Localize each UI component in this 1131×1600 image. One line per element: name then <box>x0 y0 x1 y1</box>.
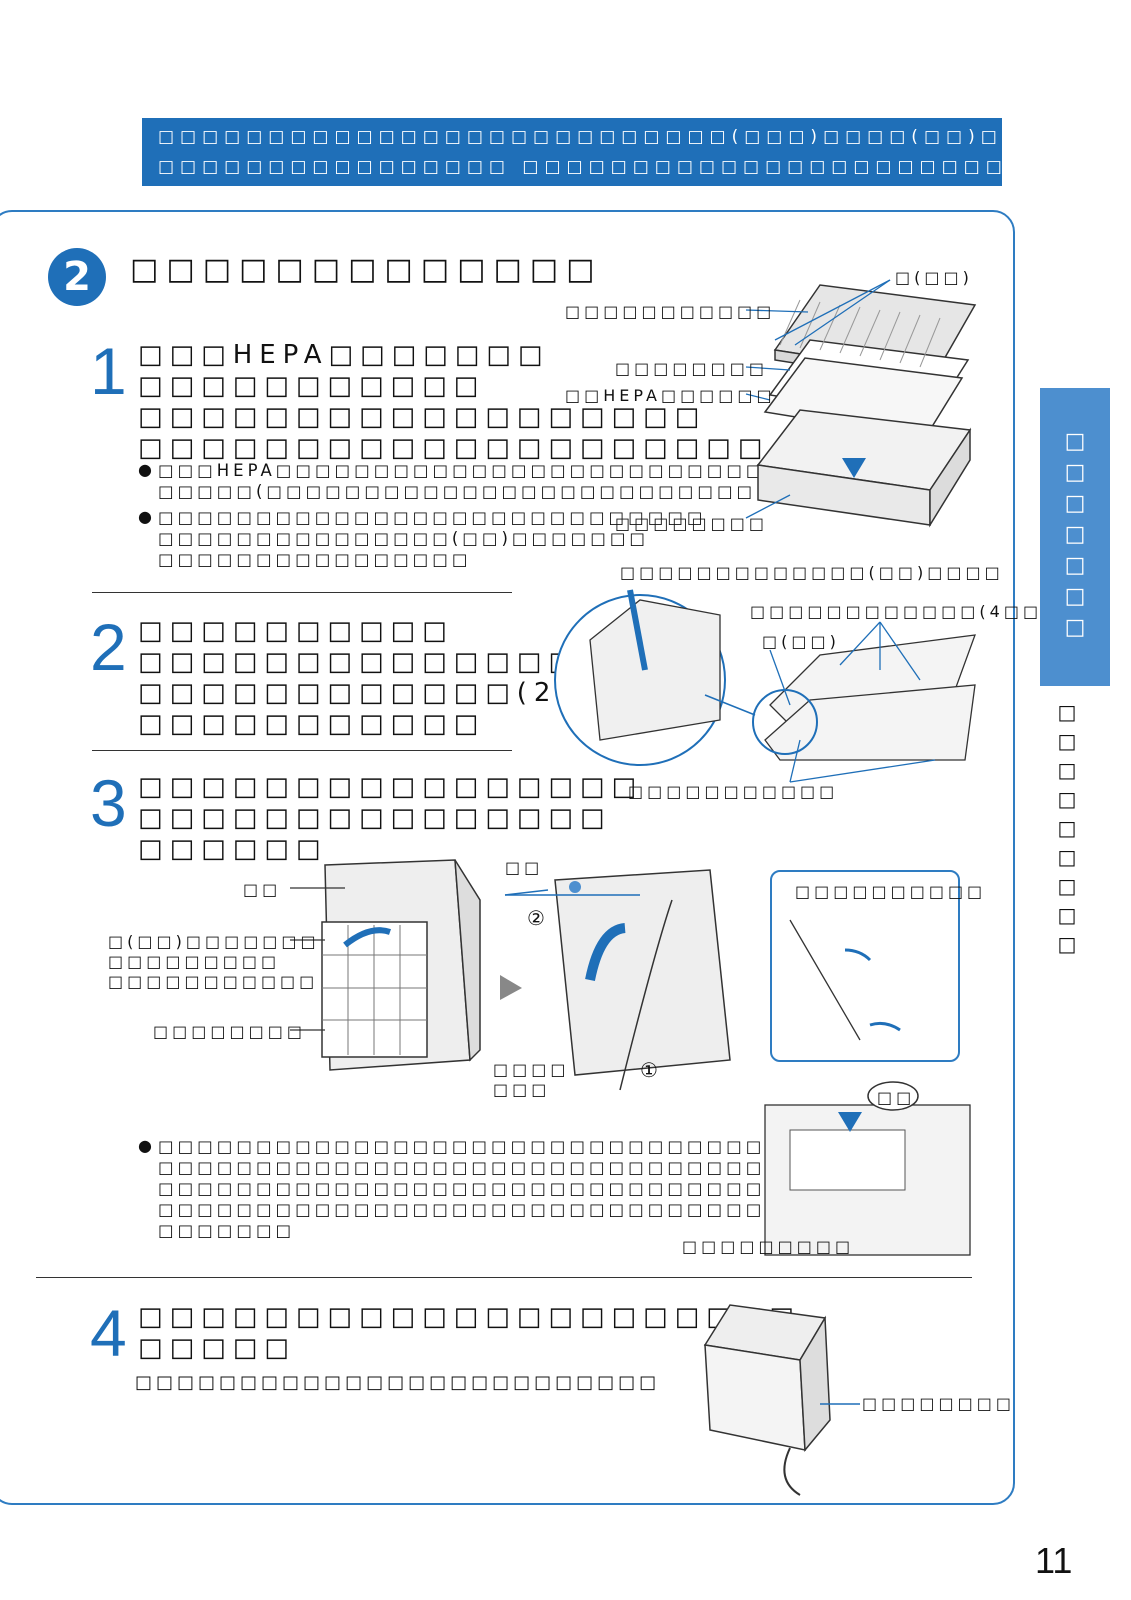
divider <box>92 592 512 593</box>
step-3-text: □□□□□□□□□□□□□□□□ □□□□□□□□□□□□□□□ □□□□□□ <box>138 772 644 864</box>
section-number-badge: 2 <box>48 248 106 306</box>
side-tab: □□□□□□□ <box>1040 388 1110 686</box>
fig2-hooks-label: □□□□□□□□□□□□(4□□) <box>750 602 1053 621</box>
fig3-inset-box <box>770 870 960 1062</box>
fig3-panel-label: □□□□ □□□ <box>493 1060 570 1099</box>
info-banner: □□□□□□□□□□□□□□□□□□□□□□□□□□(□□□)□□□□(□□)□… <box>142 118 1002 186</box>
fig3-circ1: ① <box>640 1058 662 1082</box>
divider <box>36 1277 972 1278</box>
fig3-frame-label: □□□□□□□□ <box>153 1022 306 1041</box>
banner-line-1: □□□□□□□□□□□□□□□□□□□□□□□□□□(□□□)□□□□(□□)□… <box>158 127 1002 147</box>
fig1-tab-label: □(□□) <box>895 268 973 287</box>
fig1-label-b: □□□□□□□□ <box>615 359 768 378</box>
fig3-dust-label: □□ <box>877 1088 916 1107</box>
bullet-dot: ● <box>138 460 152 479</box>
step-1-number: 1 <box>90 334 127 408</box>
fig3-grille-label: □□□□□□□□□ <box>682 1237 855 1256</box>
step-2-text: □□□□□□□□□□ □□□□□□□□□□□□□□ □□□□□□□□□□□□(2… <box>138 616 638 739</box>
fig3-circ2: ② <box>527 906 549 930</box>
fig2-bottom-label: □□□□□□□□□□□ <box>628 782 839 801</box>
step-1-note-1: □□□HEPA□□□□□□□□□□□□□□□□□□□□□□□□□□ □□□□□(… <box>158 461 786 501</box>
bullet-dot: ● <box>138 1136 152 1155</box>
step-4-text: □□□□□□□□□□□□□□□□□□□□□ □□□□□ <box>138 1302 801 1363</box>
fig4-label: □□□□□□□□ <box>862 1394 1015 1413</box>
step-1-text: □□□HEPA□□□□□□□ □□□□□□□□□□□ □□□□□□□□□□□□□… <box>138 340 770 463</box>
step-3-number: 3 <box>90 766 127 840</box>
fig1-label-c: □□HEPA□□□□□□ <box>565 386 776 405</box>
step-1-note-2: □□□□□□□□□□□□□□□□□□□□□□□□□□□□ □□□□□□□□□□□… <box>158 508 707 569</box>
step-3-note: □□□□□□□□□□□□□□□□□□□□□□□□□□□□□□□□□□□ □□□□… <box>158 1137 844 1240</box>
fig2-top-label: □□□□□□□□□□□□□(□□)□□□□ <box>620 563 1004 582</box>
fig3-filter-note: □(□□)□□□□□□□ □□□□□□□□□ □□□□□□□□□□□ <box>108 932 320 991</box>
bullet-dot: ● <box>138 507 152 526</box>
divider <box>92 750 512 751</box>
fig3-inset-title: □□□□□□□□□□ <box>795 882 987 901</box>
step-2-number: 2 <box>90 610 127 684</box>
step-4-note: □□□□□□□□□□□□□□□□□□□□□□□□□ <box>135 1372 661 1393</box>
fig3-top-label: □□ <box>243 880 282 899</box>
fig1-label-a: □□□□□□□□□□□ <box>565 302 776 321</box>
step-4-number: 4 <box>90 1296 127 1370</box>
page-number: 11 <box>1035 1540 1073 1581</box>
banner-line-2: □□□□□□□□□□□□□□□□ □□□□□□□□□□□□□□□□□□□□□□□… <box>158 157 1002 177</box>
fig3-push-label: □□ <box>505 858 544 877</box>
section-title: □□□□□□□□□□□□□ <box>130 252 603 287</box>
fig2-tab-label: □(□□) <box>762 632 840 651</box>
content-frame <box>0 210 1015 1505</box>
fig1-label-d: □□□□□□□□ <box>615 514 768 533</box>
side-text: □□□□□□□□□ <box>1055 700 1079 961</box>
